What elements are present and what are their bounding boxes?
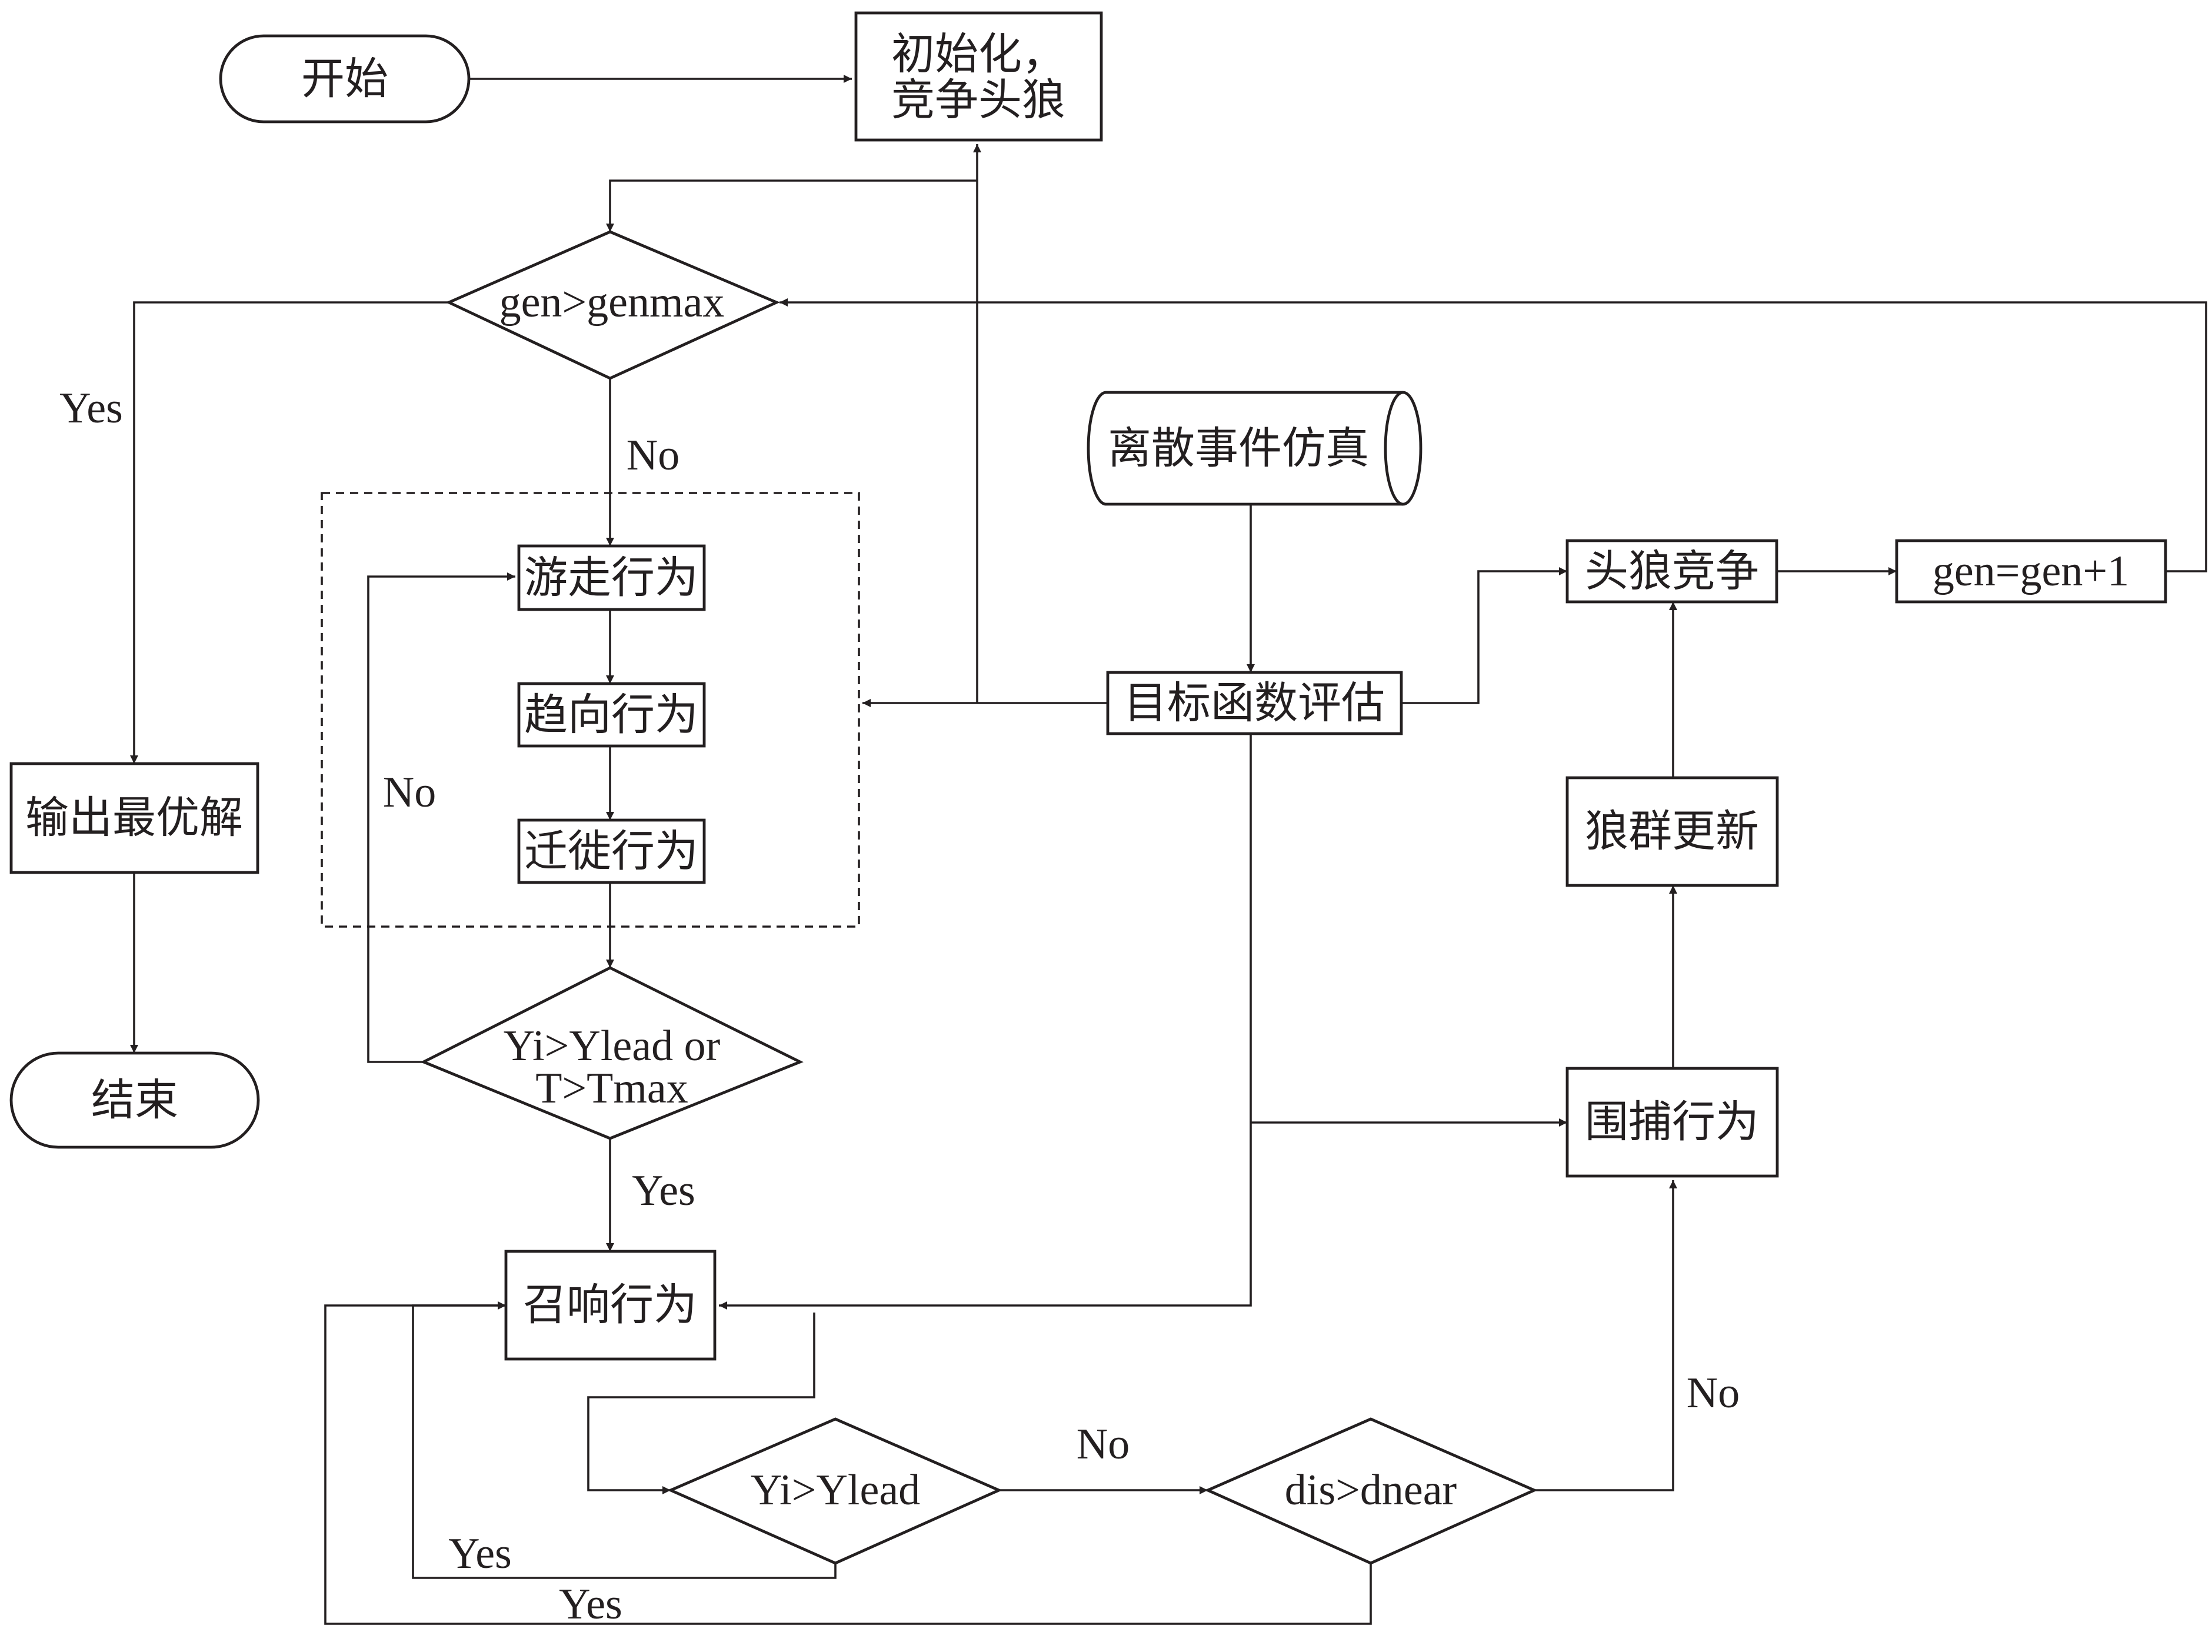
node-leader-compete: 头狼竞争 bbox=[1565, 539, 1778, 604]
behavior-group-box bbox=[321, 492, 860, 928]
output-label: 输出最优解 bbox=[25, 792, 243, 843]
siege-label: 围捕行为 bbox=[1585, 1097, 1759, 1147]
node-migrate: 迁徙行为 bbox=[517, 818, 706, 884]
objective-label: 目标函数评估 bbox=[1124, 678, 1385, 728]
gen-inc-label: gen=gen+1 bbox=[1933, 547, 2129, 595]
edge-objective-leader bbox=[1401, 567, 1567, 704]
node-walk: 游走行为 bbox=[517, 544, 706, 611]
node-gen-inc: gen=gen+1 bbox=[1895, 539, 2167, 604]
node-output: 输出最优解 bbox=[9, 762, 259, 874]
node-yi-lead: Yi>Ylead bbox=[667, 1417, 1002, 1565]
node-start: 开始 bbox=[219, 34, 471, 124]
migrate-label: 迁徙行为 bbox=[524, 826, 698, 877]
node-dis-check: dis>dnear bbox=[1204, 1417, 1538, 1565]
init-label-line1: 初始化， bbox=[891, 29, 1065, 79]
edge-dis-yes-summon bbox=[324, 1301, 1372, 1625]
edge-loop-gen-check bbox=[606, 179, 977, 232]
edge-dis-no-siege bbox=[1534, 1180, 1677, 1491]
yi-check-label-line1: Yi>Ylead or bbox=[504, 1022, 720, 1070]
edge-yicheck-no-walk bbox=[367, 572, 515, 1063]
dis-check-label: dis>dnear bbox=[1285, 1466, 1457, 1514]
label-loop-yes: Yes bbox=[632, 1167, 695, 1215]
summon-label: 召响行为 bbox=[523, 1280, 697, 1330]
edge-geninc-gencheck bbox=[779, 298, 2207, 572]
label-gen-yes: Yes bbox=[59, 384, 123, 432]
label-yilead-no: No bbox=[1077, 1420, 1130, 1468]
label-dis-no: No bbox=[1687, 1369, 1740, 1417]
node-objective: 目标函数评估 bbox=[1106, 671, 1403, 735]
node-init: 初始化， 竞争头狼 bbox=[854, 11, 1103, 142]
des-label: 离散事件仿真 bbox=[1108, 423, 1369, 474]
node-siege: 围捕行为 bbox=[1565, 1067, 1779, 1178]
edge-objective-summon bbox=[719, 734, 1252, 1310]
edge-summon-yilead bbox=[587, 1313, 815, 1494]
edge-labels: Yes No No Yes No Yes Yes No bbox=[59, 384, 1740, 1628]
pack-update-label: 狼群更新 bbox=[1585, 806, 1759, 857]
label-dis-yes: Yes bbox=[559, 1580, 622, 1628]
node-end: 结束 bbox=[9, 1051, 260, 1149]
edge-gen-yes-output bbox=[130, 301, 449, 764]
gen-check-label: gen>genmax bbox=[499, 278, 725, 327]
start-label: 开始 bbox=[301, 54, 388, 104]
end-label: 结束 bbox=[91, 1075, 178, 1125]
leader-compete-label: 头狼竞争 bbox=[1585, 546, 1759, 597]
node-des-database: 离散事件仿真 bbox=[1087, 391, 1423, 506]
connectors bbox=[130, 75, 2207, 1625]
approach-label: 趋向行为 bbox=[524, 690, 698, 740]
label-gen-no: No bbox=[627, 431, 679, 479]
node-approach: 趋向行为 bbox=[517, 682, 706, 748]
init-label-line2: 竞争头狼 bbox=[891, 75, 1065, 125]
label-yilead-yes: Yes bbox=[448, 1530, 512, 1578]
label-loop-no: No bbox=[383, 768, 436, 817]
node-yi-check: Yi>Ylead or T>Tmax bbox=[420, 966, 804, 1140]
yi-check-label-line2: T>Tmax bbox=[535, 1064, 688, 1113]
yi-lead-label: Yi>Ylead bbox=[751, 1466, 920, 1514]
node-pack-update: 狼群更新 bbox=[1565, 776, 1779, 887]
node-summon: 召响行为 bbox=[504, 1250, 717, 1361]
node-gen-check: gen>genmax bbox=[445, 230, 780, 380]
walk-label: 游走行为 bbox=[524, 552, 698, 603]
